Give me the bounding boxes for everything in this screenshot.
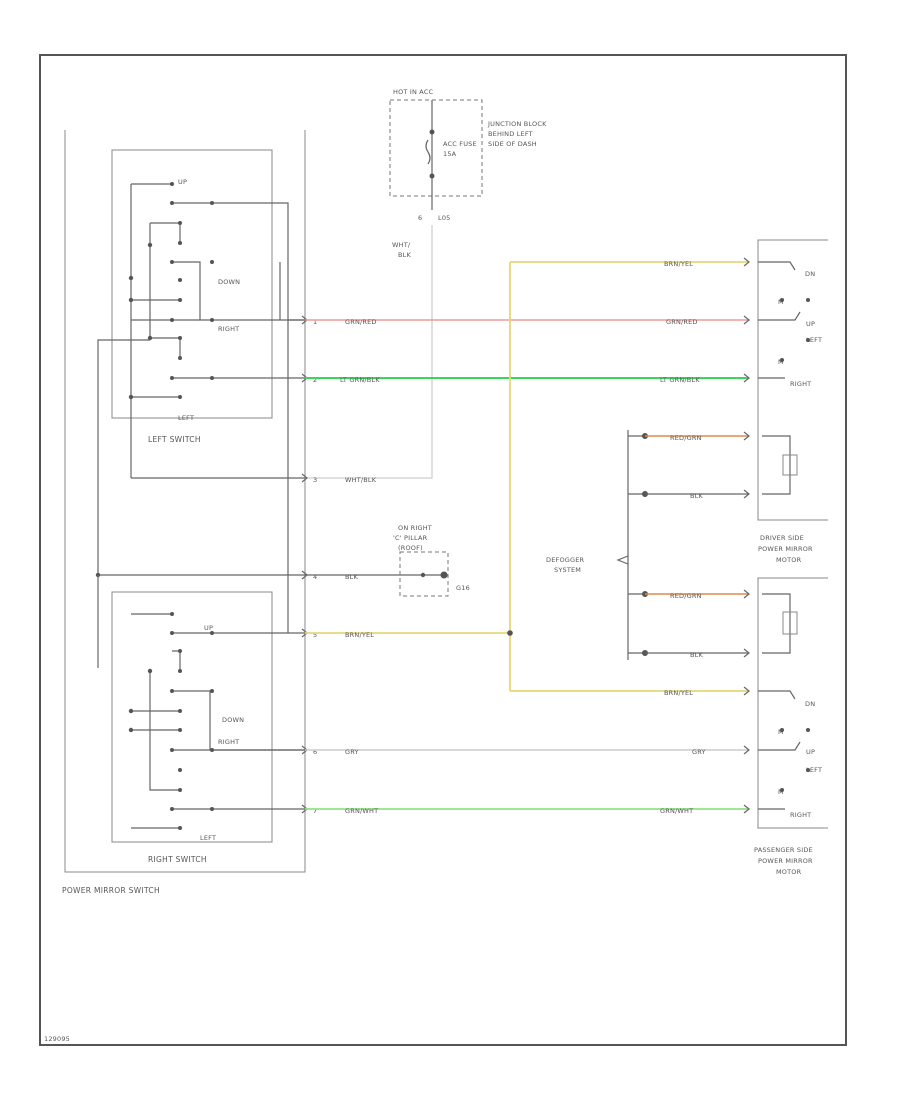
driver-side-mirror-motor: DN M UP LEFT M RIGHT DRIVER SIDE POWER M…: [743, 239, 828, 564]
driver-motor-title-1: DRIVER SIDE: [760, 534, 804, 542]
power-mirror-switch: POWER MIRROR SWITCH LEFT SWITCH UP DOWN …: [62, 130, 306, 895]
blk-label-2: BLK: [690, 651, 703, 659]
driver-motor-left: LEFT: [806, 336, 822, 344]
passenger-motor-right: RIGHT: [790, 811, 811, 819]
diagram-frame: [39, 54, 847, 1046]
brn-yel-wire: [305, 261, 748, 692]
wht-blk-label: WHT/BLK: [345, 476, 377, 484]
junction-location-2: BEHIND LEFT: [488, 130, 533, 138]
figure-id: 129095: [44, 1035, 70, 1043]
brn-yel-label-driver: BRN/YEL: [664, 260, 693, 268]
defogger-title-1: DEFOGGER: [546, 556, 585, 564]
hot-in-acc-label: HOT IN ACC: [393, 88, 434, 96]
passenger-motor-up: UP: [806, 748, 815, 756]
wht-blk-feed-wire: [305, 225, 433, 479]
left-switch-right: RIGHT: [218, 325, 239, 333]
grn-wht-label-right: GRN/WHT: [660, 807, 693, 815]
blk-label-1: BLK: [690, 492, 703, 500]
ground-location-3: (ROOF): [398, 544, 423, 552]
right-switch-up: UP: [204, 624, 213, 632]
power-mirror-switch-title: POWER MIRROR SWITCH: [62, 886, 160, 895]
driver-motor-title-2: POWER MIRROR: [758, 545, 813, 553]
fuse-terminal-label: 6: [418, 214, 422, 222]
driver-motor-dn: DN: [805, 270, 815, 278]
driver-motor-m1: M: [778, 298, 784, 306]
left-switch-title: LEFT SWITCH: [148, 435, 201, 444]
right-switch-left: LEFT: [200, 834, 216, 842]
feed-wire-label-1: WHT/: [392, 241, 411, 249]
pin-7: 7: [313, 807, 317, 815]
passenger-motor-left: LEFT: [806, 766, 822, 774]
fuse-name-label: ACC FUSE: [443, 140, 477, 148]
left-switch-left: LEFT: [178, 414, 194, 422]
passenger-motor-title-1: PASSENGER SIDE: [754, 846, 813, 854]
driver-motor-right: RIGHT: [790, 380, 811, 388]
fuse-connector-label: L05: [438, 214, 451, 222]
defogger-title-2: SYSTEM: [554, 566, 581, 574]
driver-motor-title-3: MOTOR: [776, 556, 802, 564]
junction-location-3: SIDE OF DASH: [488, 140, 537, 148]
red-grn-label-2: RED/GRN: [670, 592, 702, 600]
passenger-side-mirror-motor: DN M UP LEFT M RIGHT PASSENGER SIDE POWE…: [743, 577, 828, 876]
grn-red-label-right: GRN/RED: [666, 318, 698, 326]
ground-location-2: 'C' PILLAR: [393, 534, 428, 542]
right-switch-right: RIGHT: [218, 738, 239, 746]
pin-5: 5: [313, 631, 317, 639]
driver-motor-up: UP: [806, 320, 815, 328]
pin-3: 3: [313, 476, 317, 484]
red-grn-label-1: RED/GRN: [670, 434, 702, 442]
junction-location-1: JUNCTION BLOCK: [487, 120, 547, 128]
brn-yel-label-switch: BRN/YEL: [345, 631, 374, 639]
ground-g16: ON RIGHT 'C' PILLAR (ROOF) G16: [393, 524, 470, 597]
pin-4: 4: [313, 573, 317, 581]
left-switch-box: [111, 149, 273, 419]
gry-label-left: GRY: [345, 748, 359, 756]
blk-ground-label: BLK: [345, 573, 358, 581]
pin-6: 6: [313, 748, 317, 756]
lt-grn-blk-label-right: LT GRN/BLK: [660, 376, 700, 384]
feed-wire-label-2: BLK: [398, 251, 411, 259]
brn-yel-label-passenger: BRN/YEL: [664, 689, 693, 697]
passenger-motor-m2: M: [778, 788, 784, 796]
fuse-block: HOT IN ACC ACC FUSE 15A 6 L05 JUNCTION B…: [389, 88, 547, 259]
driver-motor-m2: M: [778, 358, 784, 366]
gry-label-right: GRY: [692, 748, 706, 756]
left-switch-down: DOWN: [218, 278, 240, 286]
right-switch-down: DOWN: [222, 716, 244, 724]
pin-1: 1: [313, 318, 317, 326]
ground-id: G16: [456, 584, 470, 592]
right-switch-title: RIGHT SWITCH: [148, 855, 207, 864]
passenger-motor-dn: DN: [805, 700, 815, 708]
right-switch-box: [111, 591, 273, 843]
left-switch-up: UP: [178, 178, 187, 186]
pin-2: 2: [313, 376, 317, 384]
grn-wht-label-left: GRN/WHT: [345, 807, 378, 815]
fuse-rating-label: 15A: [443, 150, 457, 158]
lt-grn-blk-label-left: LT GRN/BLK: [340, 376, 380, 384]
grn-red-label-left: GRN/RED: [345, 318, 377, 326]
switch-connector-pins: 1 2 3 4 5 6 7: [301, 315, 317, 815]
defogger-system: DEFOGGER SYSTEM RED/GRN BLK RED/GRN BLK: [546, 430, 748, 660]
passenger-motor-m1: M: [778, 728, 784, 736]
passenger-motor-title-3: MOTOR: [776, 868, 802, 876]
ground-location-1: ON RIGHT: [398, 524, 432, 532]
passenger-motor-title-2: POWER MIRROR: [758, 857, 813, 865]
